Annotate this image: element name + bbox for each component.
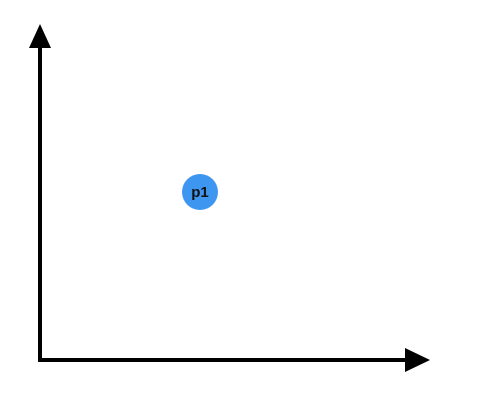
point-p1-marker — [182, 174, 218, 210]
y-axis — [29, 24, 51, 361]
x-axis-arrowhead — [405, 348, 430, 372]
x-axis — [38, 348, 430, 372]
point-p1-label: p1 — [191, 184, 209, 201]
y-axis-arrowhead — [29, 24, 51, 48]
point-p1: p1 — [182, 174, 218, 210]
